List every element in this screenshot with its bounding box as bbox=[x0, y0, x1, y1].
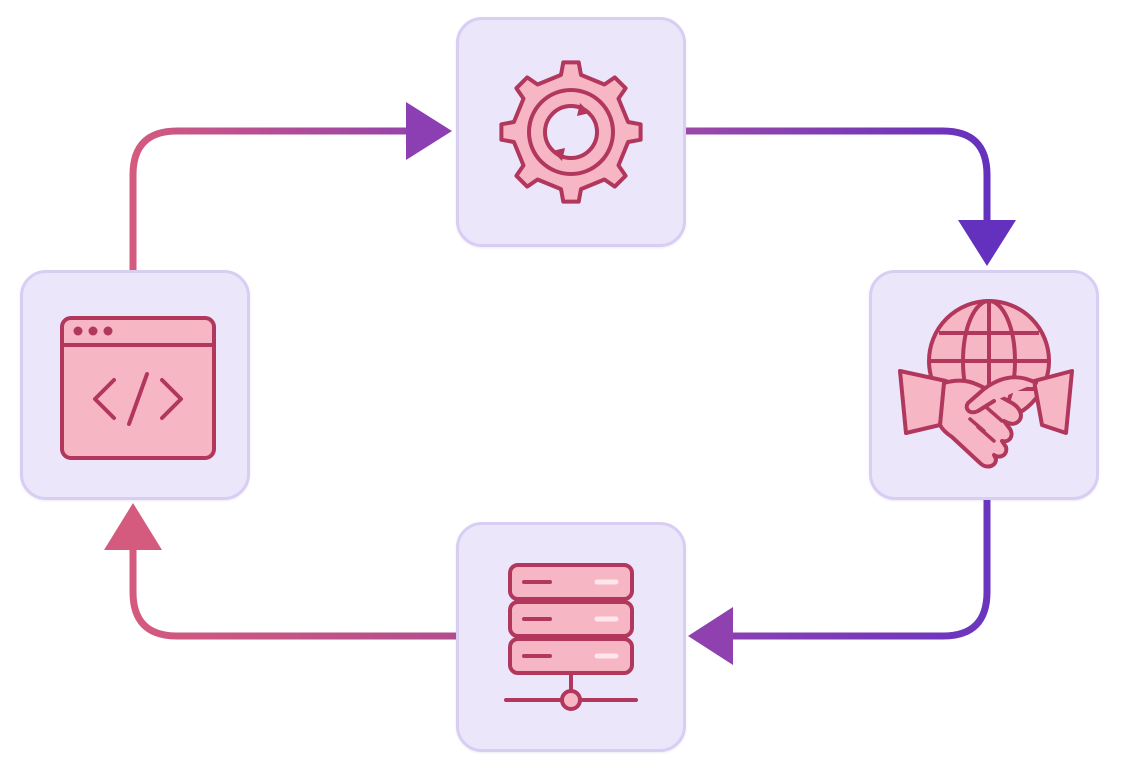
code-window-icon bbox=[60, 316, 216, 460]
gear-cycle-icon bbox=[499, 60, 643, 204]
globe-handshake-icon bbox=[898, 299, 1074, 469]
server-node bbox=[456, 522, 686, 752]
arrow-process-to-partner bbox=[686, 127, 1016, 266]
code-node bbox=[20, 270, 250, 500]
server-network-icon bbox=[504, 563, 638, 711]
arrow-server-to-code bbox=[104, 503, 456, 640]
process-node bbox=[456, 17, 686, 247]
arrow-partner-to-server bbox=[688, 500, 991, 665]
partnership-node bbox=[869, 270, 1099, 500]
arrow-code-to-process bbox=[129, 102, 452, 270]
